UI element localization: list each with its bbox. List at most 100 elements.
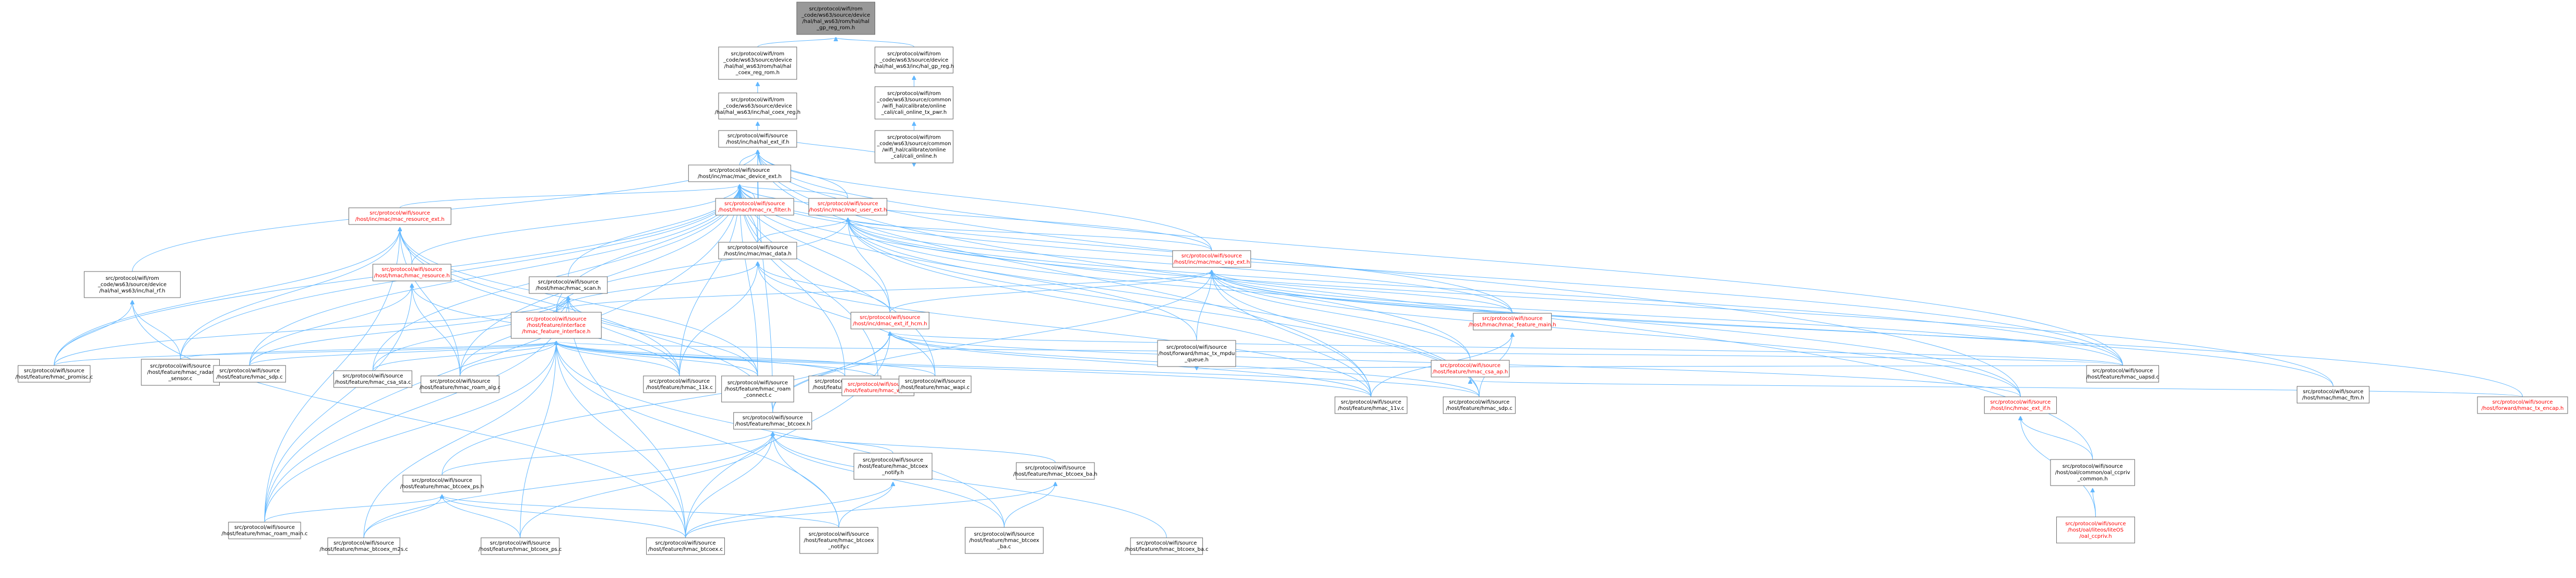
file-node[interactable]: src/protocol/wifi/source/host/inc/hmac_e… — [1984, 396, 2057, 414]
file-node-label: /host/oal/liteos/liteOS — [2068, 527, 2124, 533]
file-node-label: /host/feature/hmac_btcoex — [858, 464, 928, 469]
file-node-label: /host/feature/hmac_radar — [147, 370, 214, 375]
file-node[interactable]: src/protocol/wifi/source/host/feature/hm… — [841, 379, 914, 396]
file-node[interactable]: src/protocol/wifi/source/host/feature/hm… — [141, 359, 220, 386]
dependency-edge — [363, 341, 556, 538]
file-node[interactable]: src/protocol/wifi/source/host/feature/hm… — [1013, 462, 1098, 480]
file-node[interactable]: src/protocol/wifi/source/host/feature/hm… — [221, 522, 308, 539]
dependency-edge — [772, 270, 1212, 413]
file-node[interactable]: src/protocol/wifi/source/host/feature/hm… — [333, 370, 412, 388]
file-node[interactable]: src/protocol/wifi/rom_code/ws63/source/d… — [718, 46, 797, 80]
dependency-edge — [520, 432, 773, 538]
file-node[interactable]: src/protocol/wifi/source/host/hmac/hmac_… — [1469, 313, 1556, 331]
file-node-box — [643, 375, 716, 393]
file-node[interactable]: src/protocol/wifi/source/host/feature/hm… — [400, 475, 484, 492]
dependency-edge — [758, 150, 2093, 460]
file-node-label: _notify.h — [881, 470, 904, 476]
file-node-label: /host/inc/mac/mac_user_ext.h — [809, 207, 887, 213]
file-node-box — [84, 271, 181, 298]
dependency-edge — [1197, 365, 2123, 370]
file-node-box — [1430, 360, 1510, 378]
file-node[interactable]: src/protocol/wifi/source/host/feature/hm… — [2086, 365, 2160, 383]
file-node[interactable]: src/protocol/wifi/source/host/inc/hal/ha… — [718, 130, 797, 148]
file-node[interactable]: src/protocol/wifi/source/host/feature/hm… — [1430, 360, 1510, 378]
file-node-label: src/protocol/wifi/source — [2303, 389, 2364, 395]
file-node[interactable]: src/protocol/wifi/source/host/feature/hm… — [964, 527, 1044, 554]
file-node[interactable]: src/protocol/wifi/source/host/feature/hm… — [899, 375, 972, 393]
dependency-edge — [1212, 270, 1513, 314]
file-node[interactable]: src/protocol/wifi/source/host/forward/hm… — [2477, 396, 2568, 414]
file-node[interactable]: src/protocol/wifi/source/host/feature/hm… — [1334, 396, 1408, 414]
dependency-edge — [838, 482, 893, 528]
file-node-label: _code/ws63/source/common — [876, 97, 951, 103]
file-node-label: /hal/hal_ws63/rom/hal/hal — [802, 19, 869, 25]
file-node[interactable]: src/protocol/wifi/source/host/oal/common… — [2050, 459, 2135, 486]
file-node[interactable]: src/protocol/wifi/source/host/inc/dmac_e… — [850, 312, 929, 329]
file-node[interactable]: src/protocol/wifi/rom_code/ws63/source/d… — [84, 271, 181, 298]
file-node[interactable]: src/protocol/wifi/rom_code/ws63/source/d… — [715, 92, 801, 120]
file-node[interactable]: src/protocol/wifi/rom_code/ws63/source/d… — [874, 46, 955, 74]
file-node[interactable]: src/protocol/wifi/rom_code/ws63/source/c… — [874, 86, 953, 120]
file-node-box — [2056, 516, 2135, 544]
file-node[interactable]: src/protocol/wifi/source/host/inc/mac/ma… — [348, 207, 451, 225]
dependency-edge — [442, 432, 773, 476]
file-node[interactable]: src/protocol/wifi/source/host/feature/hm… — [799, 527, 878, 554]
file-node-label: src/protocol/wifi/source — [848, 382, 908, 387]
dependency-edge — [132, 301, 181, 360]
file-node-label: src/protocol/wifi/source — [1990, 399, 2050, 405]
file-node[interactable]: src/protocol/wifi/source/host/feature/hm… — [420, 375, 500, 393]
file-node-label: /host/feature/hmac_btcoex — [804, 538, 874, 544]
file-node-box — [372, 264, 451, 281]
dependency-edge — [1212, 270, 2523, 397]
file-node-box — [402, 475, 482, 492]
file-node[interactable]: src/protocol/wifi/source/host/feature/hm… — [721, 375, 794, 403]
file-node-label: /host/feature/hmac_roam_main.c — [221, 531, 307, 537]
file-node-label: src/protocol/wifi/rom — [887, 91, 941, 97]
file-node[interactable]: src/protocol/wifi/source/host/feature/hm… — [733, 412, 813, 430]
dependency-edge — [758, 150, 1372, 397]
file-node-box — [2296, 386, 2370, 404]
file-node[interactable]: src/protocol/wifi/source/host/feature/hm… — [643, 375, 716, 393]
file-node-label: src/protocol/wifi/source — [743, 415, 803, 421]
file-node[interactable]: src/protocol/wifi/rom_code/ws63/source/c… — [874, 130, 953, 163]
file-node[interactable]: src/protocol/wifi/source/host/feature/hm… — [213, 365, 286, 383]
file-node[interactable]: src/protocol/wifi/source/host/feature/hm… — [319, 537, 408, 555]
file-node[interactable]: src/protocol/wifi/source/host/forward/hm… — [1157, 340, 1236, 367]
file-node-label: /hal/hal_ws63/rom/hal/hal — [724, 64, 791, 69]
dependency-edge — [889, 270, 1211, 313]
file-node[interactable]: src/protocol/wifi/source/host/feature/hm… — [1442, 396, 1516, 414]
file-node-box — [799, 527, 878, 554]
file-node-box — [899, 375, 972, 393]
nodes-layer: src/protocol/wifi/rom _code/ws63/source/d… — [15, 2, 2568, 555]
file-node[interactable]: src/protocol/wifi/source/host/feature/hm… — [646, 537, 725, 555]
file-node-label: /host/feature/hmac_btcoex — [969, 538, 1039, 544]
file-node[interactable]: src/protocol/wifi/source/host/inc/mac/ma… — [688, 164, 791, 182]
file-node-label: src/protocol/wifi/source — [860, 315, 920, 321]
file-node[interactable]: src/protocol/wifi/source/host/feature/hm… — [479, 537, 562, 555]
file-node[interactable]: src/protocol/wifi/source/host/inc/mac/ma… — [718, 242, 797, 259]
file-node-label: /wifi_hal/calibrate/online — [882, 147, 946, 153]
file-node-label: src/protocol/wifi/source — [655, 540, 716, 546]
dependency-edge — [848, 218, 890, 313]
file-node[interactable]: src/protocol/wifi/source/host/hmac/hmac_… — [715, 198, 794, 216]
file-node-label: _gp_reg_rom.h — [816, 25, 855, 31]
file-node-label: _code/ws63/source/device — [98, 282, 166, 288]
file-node-box — [1130, 537, 1203, 555]
file-node[interactable]: src/protocol/wifi/source/host/inc/mac/ma… — [808, 198, 888, 216]
file-node-label: src/protocol/wifi/source — [333, 540, 394, 546]
file-node[interactable]: src/protocol/wifi/source/host/hmac/hmac_… — [2296, 386, 2370, 404]
file-node[interactable]: src/protocol/wifi/source/host/oal/liteos… — [2056, 516, 2135, 544]
file-node-label: src/protocol/wifi/source — [150, 363, 211, 369]
file-node[interactable]: src/protocol/wifi/source/host/feature/hm… — [1125, 537, 1209, 555]
dependency-edge — [679, 185, 740, 376]
file-node[interactable]: src/protocol/wifi/source/host/feature/hm… — [853, 453, 933, 480]
file-node[interactable]: src/protocol/wifi/source/host/feature/hm… — [15, 365, 93, 383]
file-node-label: src/protocol/wifi/source — [412, 478, 472, 483]
file-node[interactable]: src/protocol/wifi/source/host/hmac/hmac_… — [529, 276, 608, 294]
file-node[interactable]: src/protocol/wifi/source/host/inc/mac/ma… — [1172, 250, 1251, 268]
dependency-edge — [1212, 270, 2021, 397]
file-node-label: _ba.c — [997, 544, 1011, 550]
file-node[interactable]: src/protocol/wifi/source/host/hmac/hmac_… — [372, 264, 451, 281]
file-node[interactable]: src/protocol/wifi/source/host/feature/in… — [510, 312, 602, 339]
